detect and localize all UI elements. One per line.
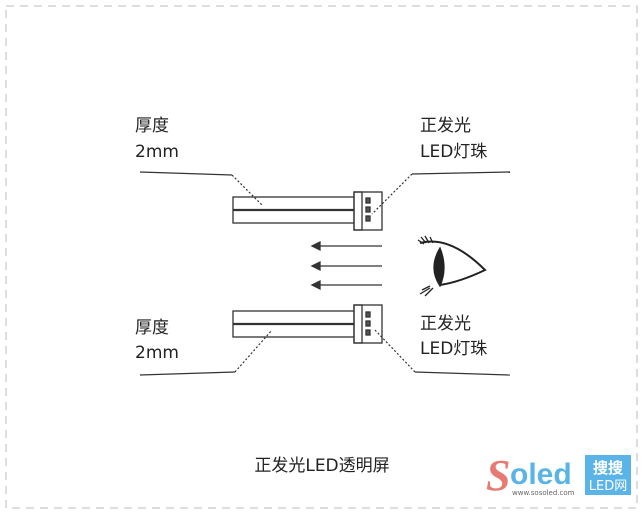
bottom-left-thickness-value: 2mm (135, 343, 179, 363)
bottom-left-thickness-label: 厚度 (135, 318, 169, 338)
watermark-badge-line2: LED网 (589, 479, 627, 494)
top-left-thickness-label: 厚度 (135, 116, 169, 136)
light-arrows (310, 240, 382, 291)
watermark-url: www.sosoled.com (512, 489, 575, 497)
bottom-right-led-label-1: 正发光 (420, 314, 471, 334)
top-right-led-label-1: 正发光 (420, 116, 471, 136)
watermark-badge-line1: 搜搜 (593, 459, 624, 477)
bottom-panel (232, 304, 383, 344)
soled-watermark-logo: S oled www.sosoled.com 搜搜 LED网 (486, 451, 631, 500)
leader-lines (139, 171, 511, 376)
svg-text:S: S (486, 451, 510, 500)
diagram-caption: 正发光LED透明屏 (254, 456, 389, 476)
top-right-led-label-2: LED灯珠 (420, 142, 487, 162)
eye-icon (417, 235, 487, 297)
bottom-right-led-label-2: LED灯珠 (420, 339, 487, 359)
svg-text:oled: oled (510, 458, 572, 491)
dashed-frame (5, 5, 638, 509)
top-left-thickness-value: 2mm (135, 142, 179, 162)
top-panel (232, 191, 383, 231)
